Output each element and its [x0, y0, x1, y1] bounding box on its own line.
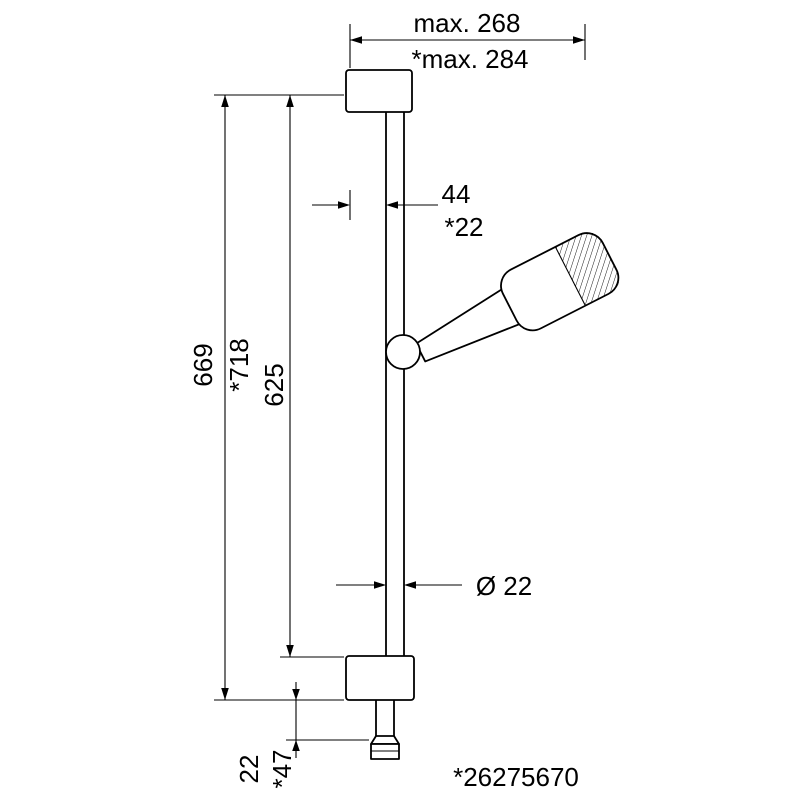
spray-face-divider — [554, 246, 586, 306]
product-number: *26275670 — [453, 762, 579, 792]
rail-bar — [385, 112, 405, 656]
dim-bottom-offset: 22 *47 — [234, 682, 369, 789]
shower-hose — [370, 700, 400, 760]
spray-face-hatch — [555, 232, 620, 306]
dim-bar-diameter-label: Ø 22 — [476, 571, 532, 601]
dim-bottom-offset-primary-label: 22 — [234, 755, 264, 784]
dim-bar-length-label: 625 — [259, 363, 289, 406]
dim-top-width-variant-label: *max. 284 — [411, 44, 528, 74]
dim-bottom-offset-variant-label: *47 — [267, 749, 297, 788]
dim-bar-offset-variant-label: *22 — [444, 212, 483, 242]
top-bracket — [345, 69, 413, 113]
hand-shower — [415, 232, 620, 363]
dim-overall-height-variant-label: *718 — [224, 338, 254, 392]
product-outline — [345, 69, 620, 760]
dim-bar-offset-primary-label: 44 — [442, 179, 471, 209]
bottom-bracket — [345, 655, 415, 701]
dim-bar-diameter: Ø 22 — [336, 571, 532, 601]
dim-overall-height-primary-label: 669 — [188, 343, 218, 386]
dim-top-width-primary-label: max. 268 — [414, 8, 521, 38]
slider-holder — [385, 334, 421, 370]
dim-top-width: max. 268 *max. 284 — [349, 8, 586, 74]
dim-overall-height: 669 *718 — [188, 94, 344, 701]
hose-cone — [370, 735, 400, 745]
dim-bar-length: 625 — [259, 95, 344, 658]
dim-bar-offset: 44 *22 — [312, 179, 484, 242]
